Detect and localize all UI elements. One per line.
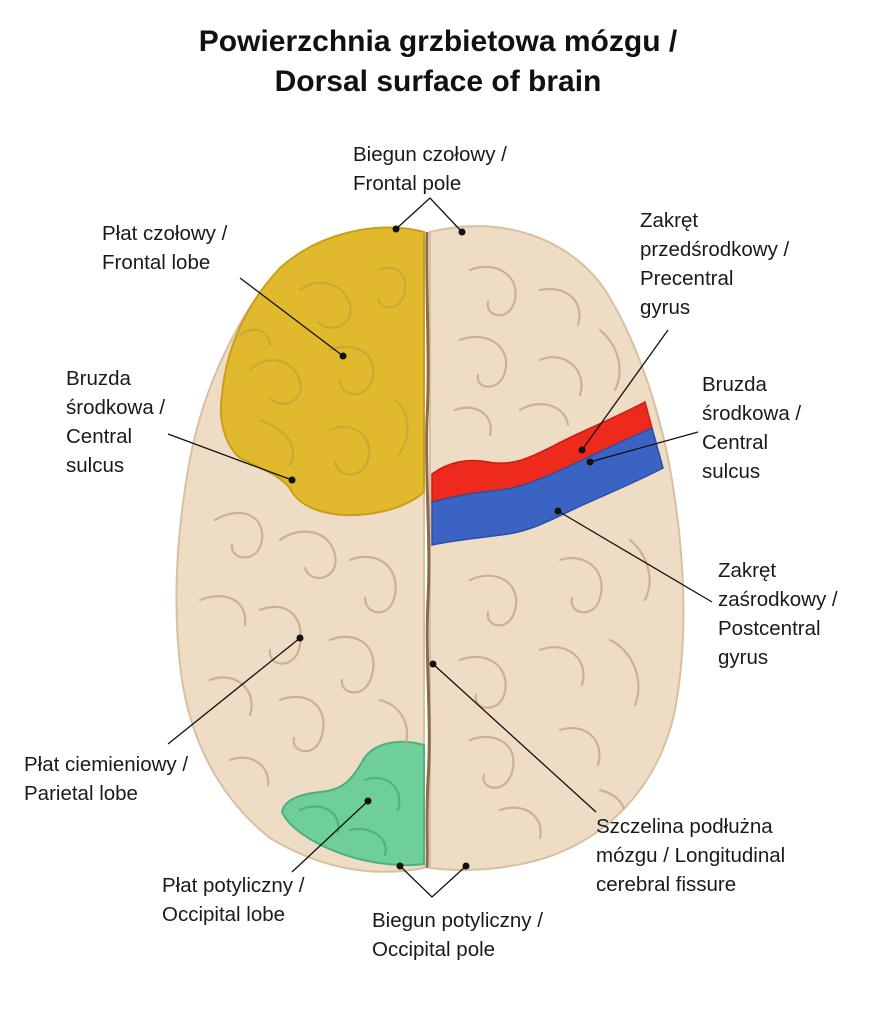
occipital-pole-dot-right (462, 862, 470, 870)
frontal-pole-dot-right (458, 228, 466, 236)
central-sulcus-right-leader (589, 431, 699, 463)
central-sulcus-left-dot (288, 476, 296, 484)
diagram-title-line-2: Dorsal surface of brain (274, 65, 602, 98)
frontal-lobe-leader (239, 277, 344, 357)
label-central-sulcus-left: Bruzda środkowa / Central sulcus (66, 367, 166, 477)
parietal-lobe-leader (167, 637, 301, 745)
longitudinal-fissure-leader (432, 663, 597, 813)
right-hemisphere (429, 225, 685, 871)
label-frontal-pole: Biegun czołowy / Frontal pole (353, 143, 507, 195)
occipital-lobe-region (280, 740, 425, 867)
occipital-lobe-leader (291, 800, 369, 873)
frontal-pole-dot-left (392, 225, 400, 233)
frontal-lobe-dot (339, 352, 347, 360)
longitudinal-fissure-dot (429, 660, 437, 668)
frontal-lobe-region (219, 226, 425, 517)
occipital-pole-bracket (399, 865, 467, 898)
label-parietal-lobe: Płat ciemieniowy / Parietal lobe (24, 753, 189, 805)
label-occipital-pole: Biegun potyliczny / Occipital pole (372, 909, 543, 961)
diagram-title-line-1: Powierzchnia grzbietowa mózgu / (198, 25, 678, 58)
longitudinal-fissure-line (425, 231, 431, 869)
frontal-pole-bracket (395, 197, 463, 233)
occipital-lobe-dot (364, 797, 372, 805)
postcentral-gyrus-leader (557, 510, 713, 603)
parietal-lobe-dot (296, 634, 304, 642)
central-sulcus-right-dot (586, 458, 594, 466)
occipital-pole-dot-left (396, 862, 404, 870)
label-occipital-lobe: Płat potyliczny / Occipital lobe (162, 874, 305, 926)
precentral-gyrus-dot (578, 446, 586, 454)
precentral-gyrus-leader (581, 329, 669, 451)
label-postcentral-gyrus: Zakręt zaśrodkowy / Postcentral gyrus (718, 559, 838, 669)
label-frontal-lobe: Płat czołowy / Frontal lobe (102, 222, 228, 274)
label-precentral-gyrus: Zakręt przedśrodkowy / Precentral gyrus (640, 209, 790, 319)
label-central-sulcus-right: Bruzda środkowa / Central sulcus (702, 373, 802, 483)
central-sulcus-left-leader (167, 433, 293, 481)
postcentral-gyrus-dot (554, 507, 562, 515)
label-longitudinal-fissure: Szczelina podłużna mózgu / Longitudinal … (596, 815, 786, 896)
